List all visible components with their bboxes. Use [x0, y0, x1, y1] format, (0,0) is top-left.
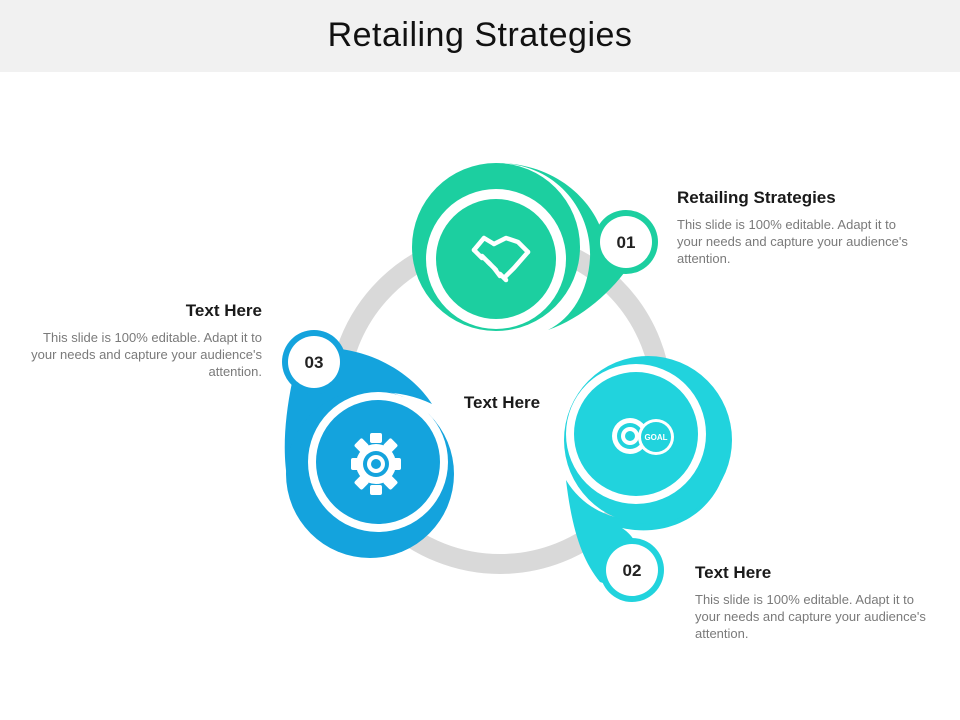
step-02-text: Text Here This slide is 100% editable. A… — [695, 563, 935, 642]
step-03-text: Text Here This slide is 100% editable. A… — [22, 301, 262, 380]
step-03-description: This slide is 100% editable. Adapt it to… — [31, 330, 262, 379]
step-02-badge — [606, 544, 658, 596]
goal-icon-label: GOAL — [644, 433, 667, 442]
step-02-heading: Text Here — [695, 563, 772, 582]
step-01-heading: Retailing Strategies — [677, 188, 836, 207]
slide-title: Retailing Strategies — [327, 16, 633, 54]
step-01-description: This slide is 100% editable. Adapt it to… — [677, 217, 908, 266]
step-03-badge — [288, 336, 340, 388]
gear-icon — [351, 433, 401, 495]
step-03-heading: Text Here — [185, 301, 262, 320]
step-01-text: Retailing Strategies This slide is 100% … — [677, 188, 917, 267]
handshake-icon — [471, 235, 531, 283]
step-01-badge — [600, 216, 652, 268]
step-02-number: 02 — [623, 561, 642, 580]
step-01-number: 01 — [617, 233, 636, 252]
title-bar — [0, 0, 960, 72]
goal-target-icon: GOAL — [612, 418, 674, 455]
step-02-description: This slide is 100% editable. Adapt it to… — [695, 592, 926, 641]
step-01-bubble: 01 — [412, 163, 658, 331]
step-03-bubble: 03 — [282, 330, 454, 558]
step-02-bubble: 02 GOAL — [564, 356, 732, 602]
center-label: Text Here — [464, 393, 540, 412]
step-03-number: 03 — [305, 353, 324, 372]
